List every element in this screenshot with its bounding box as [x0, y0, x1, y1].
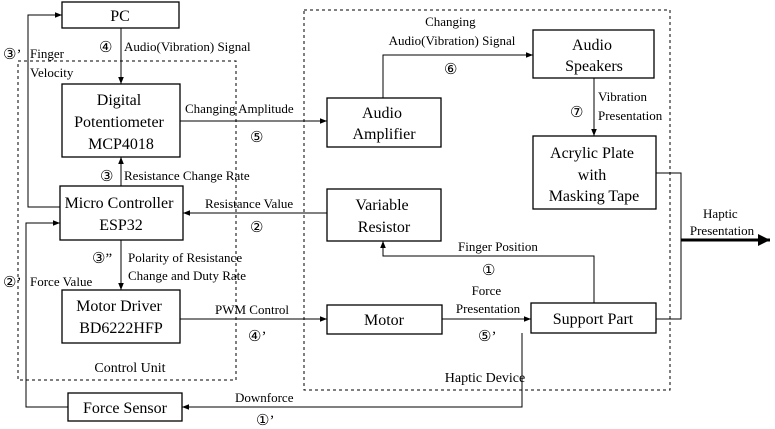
svg-text:Micro Controller ESP32: Micro Controller ESP32 [65, 195, 178, 234]
variable-resistor-label-line2: Resistor [358, 219, 411, 236]
svg-text:Variable Resistor: Variable Resistor [355, 197, 412, 236]
resistance-change-rate-step: ③ [100, 169, 113, 185]
resistance-change-rate-label: Resistance Change Rate [124, 168, 250, 183]
edge-labels: ③’ Finger Velocity ④ Audio(Vibration) Si… [3, 14, 755, 429]
audio-signal-step: ④ [99, 40, 112, 56]
wire-finger-velocity [27, 12, 62, 208]
wires [25, 12, 770, 410]
force-value-label: Force Value [30, 274, 92, 289]
downforce-label: Downforce [235, 390, 294, 405]
changing-audio-signal-step: ⑥ [444, 62, 457, 78]
box-support-part: Support Part [530, 302, 657, 334]
micro-controller-label-line2: ESP32 [99, 217, 143, 234]
force-presentation-label-line2: Presentation [456, 301, 521, 316]
motor-label: Motor [364, 312, 405, 329]
svg-text:Force Sensor: Force Sensor [83, 400, 168, 417]
audio-amplifier-label-line2: Amplifier [352, 126, 416, 143]
svg-text:Audio Speakers: Audio Speakers [565, 37, 623, 75]
polarity-label-line1: Polarity of Resistance [128, 250, 242, 265]
svg-text:PC: PC [110, 8, 130, 25]
svg-text:Polarity of Resistance C: Polarity of Resistance Change and Duty R… [128, 250, 246, 283]
motor-driver-label-line2: BD6222HFP [79, 320, 163, 337]
audio-speakers-label-line1: Audio [572, 37, 612, 54]
box-pc: PC [61, 1, 180, 29]
finger-velocity-label-line1: Finger [30, 46, 65, 61]
pwm-control-step: ④’ [248, 329, 266, 345]
polarity-step: ③” [92, 251, 112, 267]
svg-text:Changing Audio(Vibration: Changing Audio(Vibration) Signal [389, 14, 516, 48]
box-motor-driver: Motor Driver BD6222HFP [61, 289, 181, 344]
wire-changing-audio-signal [382, 52, 533, 98]
vibration-presentation-label-line2: Presentation [598, 108, 663, 123]
micro-controller-label-line1: Micro Controller [65, 195, 175, 212]
digital-potentiometer-label-line2: Potentiometer [74, 114, 164, 131]
finger-velocity-step: ③’ [3, 47, 21, 63]
vibration-presentation-step: ⑦ [570, 105, 583, 121]
svg-text:Digital Potentiometer: Digital Potentiometer MCP4018 [74, 92, 168, 153]
box-force-sensor: Force Sensor [67, 392, 183, 422]
svg-text:Vibration Presentation: Vibration Presentation [598, 89, 663, 123]
audio-speakers-label-line2: Speakers [565, 58, 623, 75]
wire-finger-position [380, 241, 595, 303]
changing-amplitude-label: Changing Amplitude [185, 101, 294, 116]
downforce-step: ①’ [256, 413, 274, 429]
svg-text:Support Part: Support Part [553, 311, 634, 328]
svg-text:Audio Amplifier: Audio Amplifier [352, 105, 416, 143]
resistance-value-label: Resistance Value [205, 196, 293, 211]
box-audio-amplifier: Audio Amplifier [326, 97, 442, 148]
vibration-presentation-label-line1: Vibration [598, 89, 648, 104]
box-digital-potentiometer: Digital Potentiometer MCP4018 [61, 83, 181, 158]
changing-audio-signal-label-line2: Audio(Vibration) Signal [389, 33, 516, 48]
svg-text:Finger Velocity: Finger Velocity [30, 46, 74, 80]
force-value-step: ②’ [3, 275, 21, 291]
force-presentation-step: ⑤’ [478, 329, 496, 345]
haptic-presentation-label-line2: Presentation [690, 223, 755, 238]
audio-signal-label: Audio(Vibration) Signal [124, 39, 251, 54]
control-unit-label: Control Unit [94, 361, 165, 376]
haptic-device-label: Haptic Device [445, 371, 525, 386]
svg-text:Haptic Presentation: Haptic Presentation [690, 206, 755, 238]
finger-position-label: Finger Position [458, 239, 538, 254]
force-sensor-label: Force Sensor [83, 400, 168, 417]
finger-position-step: ① [482, 263, 495, 279]
variable-resistor-label-line1: Variable [355, 197, 408, 214]
support-part-label: Support Part [553, 311, 634, 328]
polarity-label-line2: Change and Duty Rate [128, 268, 246, 283]
svg-text:Force Presentation: Force Presentation [456, 283, 521, 316]
svg-text:Motor Driver BD6222HFP: Motor Driver BD6222HFP [76, 298, 166, 337]
resistance-value-step: ② [250, 220, 263, 236]
acrylic-plate-label-line1: Acrylic Plate [550, 145, 634, 162]
box-acrylic-plate: Acrylic Plate with Masking Tape [532, 135, 657, 210]
svg-text:Motor: Motor [364, 312, 405, 329]
pwm-control-label: PWM Control [215, 302, 289, 317]
motor-driver-label-line1: Motor Driver [76, 298, 162, 315]
digital-potentiometer-label-line1: Digital [97, 92, 142, 109]
box-variable-resistor: Variable Resistor [326, 188, 442, 242]
control-unit-boundary [17, 60, 237, 381]
wire-acrylic-merge [656, 172, 682, 320]
changing-audio-signal-label-line1: Changing [425, 14, 476, 29]
box-micro-controller: Micro Controller ESP32 [59, 185, 184, 241]
audio-amplifier-label-line1: Audio [362, 105, 402, 122]
wire-force-value [25, 220, 68, 408]
acrylic-plate-label-line3: Masking Tape [549, 188, 640, 205]
svg-text:Acrylic Plate with: Acrylic Plate with Masking Tape [549, 145, 640, 205]
box-motor: Motor [326, 304, 443, 335]
wire-downforce [182, 333, 523, 410]
changing-amplitude-step: ⑤ [250, 130, 263, 146]
acrylic-plate-label-line2: with [578, 167, 606, 184]
box-audio-speakers: Audio Speakers [532, 29, 655, 79]
pc-label: PC [110, 8, 130, 25]
haptic-presentation-label-line1: Haptic [703, 206, 738, 221]
digital-potentiometer-label-line3: MCP4018 [88, 136, 154, 153]
haptic-device-boundary [303, 9, 671, 391]
force-presentation-label-line1: Force [472, 283, 502, 298]
finger-velocity-label-line2: Velocity [30, 65, 74, 80]
